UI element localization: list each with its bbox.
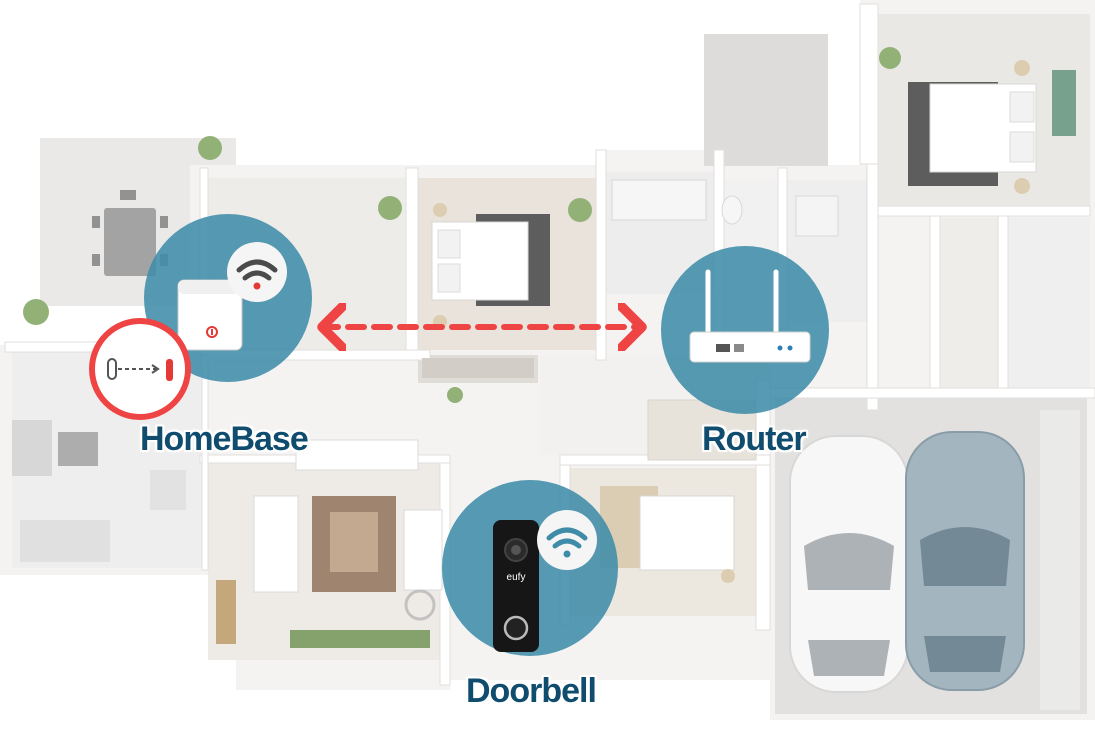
reset-pin-callout (89, 318, 191, 420)
kitchen-fixtures (12, 420, 186, 562)
router-circle (661, 246, 829, 414)
plant-decor (23, 47, 901, 403)
bed-middle (431, 203, 550, 329)
lounge-furniture (216, 439, 443, 648)
wifi-badge-doorbell (537, 510, 597, 570)
bathroom-fixtures (611, 179, 839, 237)
wifi-icon (546, 527, 588, 558)
doorbell-brand: eufy (507, 572, 526, 583)
homebase-node (89, 214, 312, 420)
wifi-badge-homebase (227, 242, 287, 302)
homebase-label: HomeBase (140, 420, 309, 458)
doorbell-label: Doorbell (466, 672, 597, 710)
router-node (661, 246, 829, 414)
homebase-icon (177, 279, 243, 351)
doorbell-icon (493, 520, 539, 652)
bed-master (908, 60, 1076, 194)
router-label: Router (702, 420, 807, 458)
bed-lower (600, 486, 735, 583)
car-blue (905, 431, 1025, 691)
wifi-icon (236, 259, 278, 290)
router-icon (689, 269, 811, 363)
doorbell-node: eufy (442, 480, 618, 656)
